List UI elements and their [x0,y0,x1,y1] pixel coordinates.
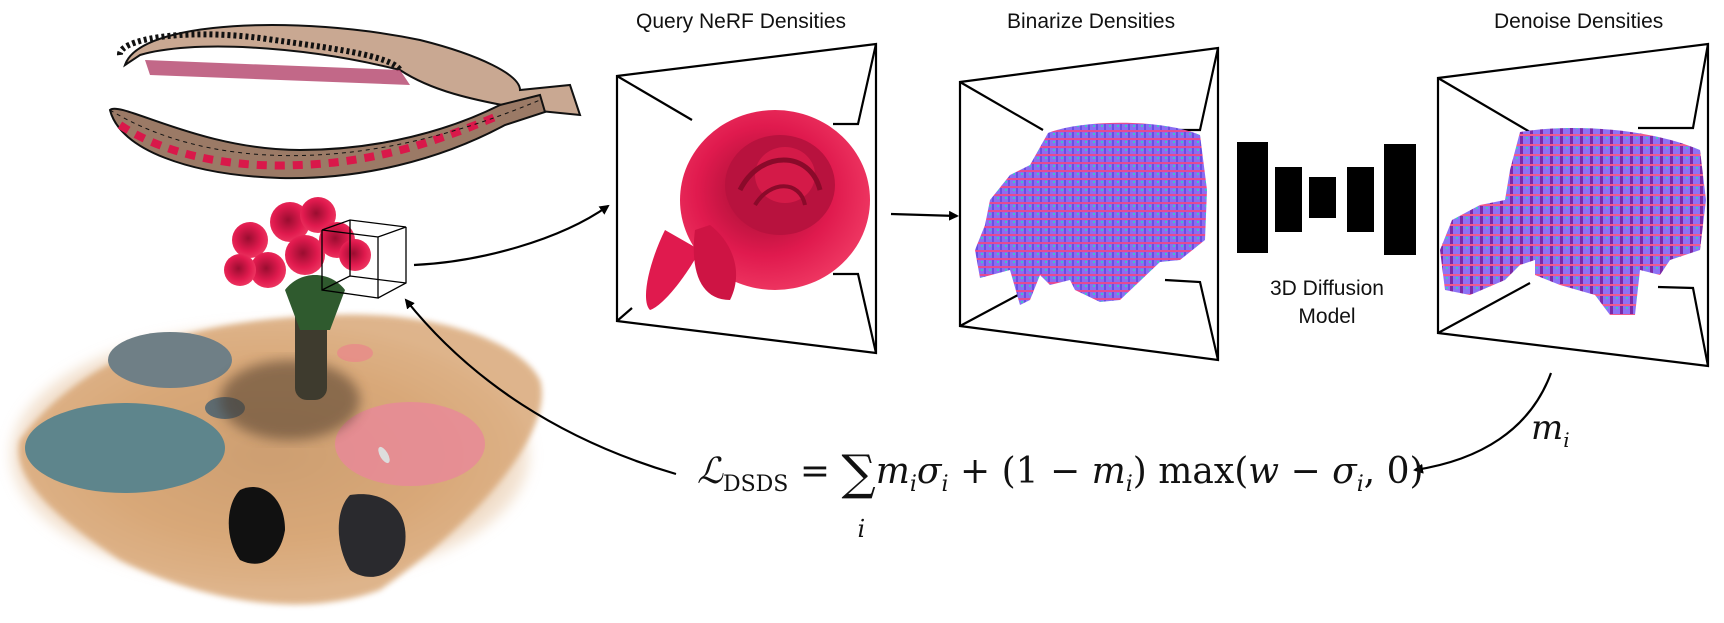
plate [335,402,485,486]
rose-crop-image [645,110,870,310]
plate [108,332,232,388]
term2-m-sub: i [1125,472,1133,498]
stage-title-binarize: Binarize Densities [1007,10,1176,33]
sum-index: i [857,515,866,543]
paren-close: ) [1132,451,1147,492]
arrow-mask-to-loss [1413,372,1553,474]
mask-label: mi [1531,408,1570,452]
term3-sigma-sub: i [1356,472,1364,498]
sum-glyph: ∑ [841,445,876,501]
arrow-to-binarize [890,210,959,221]
mask-label-m: m [1531,408,1564,448]
minus-sign: − [1279,451,1333,492]
term-m-sub: i [909,472,917,498]
arrow-loss-to-scene [404,298,677,476]
diffusion-model-label-line1: 3D Diffusion [1269,277,1384,300]
denoise-densities-frame [1436,42,1710,368]
arrow-to-query [413,204,610,267]
stage-title-denoise: Denoise Densities [1494,10,1664,33]
unet-bars-icon [1237,142,1416,255]
nerf-scene [10,24,582,605]
camera-trajectory-icon [108,24,582,180]
max-tail: , 0) [1363,451,1424,492]
plate [25,403,225,493]
dsds-loss-equation: ℒDSDS = ∑ i miσi + (1 − mi) max(w − σi, … [697,449,1424,543]
term-sigma-sub: i [941,472,949,498]
paren-open: (1 − [1001,451,1092,492]
plus-sign: + [959,451,991,492]
roses-vase [224,197,371,400]
loss-symbol: ℒ [697,451,723,492]
max-operator: max [1158,451,1235,492]
stage-title-query: Query NeRF Densities [636,10,847,33]
term-sigma: σ [916,451,942,492]
equals-sign: = [799,451,830,492]
diffusion-model-label: 3D Diffusion Model [1246,275,1408,331]
binarize-densities-frame [958,46,1220,362]
denoised-voxel-grid [1440,127,1706,316]
table-reconstruction [10,314,542,605]
term-m: m [875,451,910,492]
term3-sigma: σ [1332,451,1357,492]
diffusion-model-label-line2: Model [1298,305,1356,328]
term2-m: m [1091,451,1126,492]
binarized-voxel-grid [975,122,1207,305]
query-densities-frame [615,42,878,355]
query-bounding-cube-icon [321,219,407,299]
threshold-w: w [1248,451,1280,492]
max-paren-open: ( [1234,451,1249,492]
loss-subscript: DSDS [722,472,789,498]
sum-symbol: ∑ i [841,449,875,543]
mask-label-sub: i [1563,427,1570,452]
